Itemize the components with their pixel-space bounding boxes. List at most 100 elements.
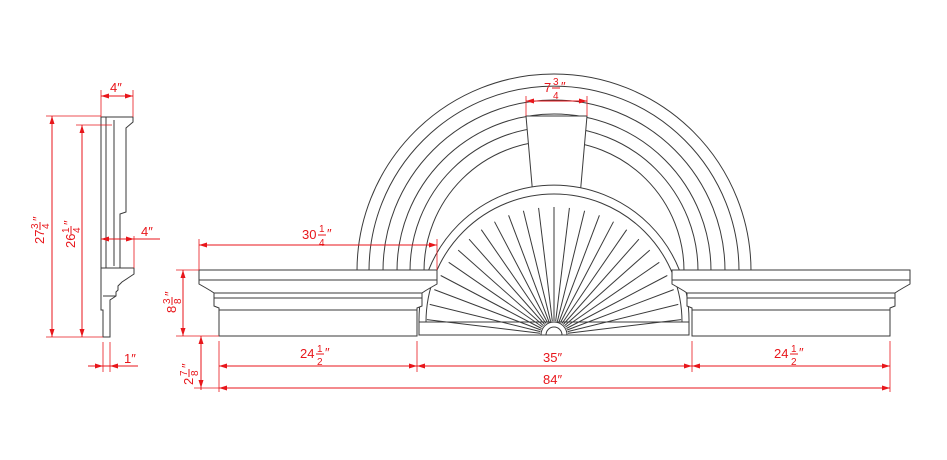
dim-numerator: 3 [162,298,173,304]
right-frieze [691,309,891,337]
sunburst-ray [508,215,550,323]
dim-denominator: 4 [72,227,83,233]
left-cornice-cove [198,279,438,311]
sunburst-hub-inner [545,326,563,336]
arrowhead [49,329,55,337]
arrowhead [101,236,109,242]
dim-unit: ″ [799,345,804,360]
arrowhead [429,242,437,248]
dim-denominator: 4 [41,223,52,229]
arrowhead [180,328,186,336]
sunburst-ray [555,207,570,322]
dim-label-base-height: 2 7 8 ″ [179,363,201,385]
sunburst-ray [565,261,660,328]
sunburst-ray [558,215,600,323]
sunburst-ray [567,319,682,334]
arrowhead [110,363,118,369]
dim-label-entablature-height: 8 3 8 ″ [162,291,184,313]
arrowhead [180,270,186,278]
dim-label-pediment-left-width: 30 1 4 ″ [302,224,332,249]
dim-unit: ″ [561,79,566,94]
right-entablature [671,269,911,337]
dim-unit: ″ [162,291,177,296]
dim-label-overall-width: 84″ [543,372,562,387]
dim-label-side-inner-height: 26 1 4 ″ [61,220,83,248]
dim-label-center-width: 35″ [543,350,562,365]
sunburst-ray [448,261,543,328]
dim-unit: ″ [30,216,45,221]
dim-whole: 27 [32,230,47,244]
left-entablature [198,269,438,337]
arch-rings [356,73,752,272]
dim-unit: ″ [325,345,330,360]
dim-unit: ″ [327,226,332,241]
sunburst-ray [566,275,668,329]
dim-label-side-bottom-depth: 1″ [124,351,136,366]
arrowhead [219,385,227,391]
dim-whole: 7 [544,80,551,95]
dim-unit: ″ [61,220,76,225]
sunburst-ray [566,289,674,331]
sunburst-ray [434,289,542,331]
arrowhead [198,380,204,388]
dim-label-keystone-width: 7 3 4 ″ [544,77,566,102]
sunburst-ray [426,319,541,334]
dim-denominator: 4 [553,91,559,102]
side-profile-view [100,116,135,338]
sunburst-ray [564,249,651,327]
right-cornice-cove [671,279,911,311]
sunburst-ray [494,221,548,323]
dim-numerator: 1 [61,227,72,233]
dim-whole: 24 [300,346,314,361]
arrowhead [101,93,109,99]
arch-ring-3 [382,99,726,272]
arrowhead [409,363,417,369]
arrowhead [882,385,890,391]
sunburst-ray [440,275,542,329]
dim-numerator: 3 [30,223,41,229]
arrowhead [95,363,103,369]
dim-denominator: 2 [317,357,323,368]
sunburst [418,184,690,336]
dim-numerator: 7 [179,370,190,376]
left-frieze [218,309,418,337]
arrowhead [882,363,890,369]
arrowhead [692,363,700,369]
arrowhead [684,363,692,369]
sunburst-ray [561,229,628,324]
front-elevation-view [198,73,911,337]
arrowhead [125,93,133,99]
sunburst-ray [429,303,541,333]
arrowhead [79,125,85,133]
dim-unit: ″ [179,363,194,368]
sunburst-ray [468,238,546,325]
sunburst-ray [480,229,547,324]
dim-label-right-wing-width: 24 1 2 ″ [774,344,804,368]
sunburst-ray [560,221,614,323]
dim-whole: 8 [164,306,179,313]
sunburst-inner-arc [425,193,683,323]
arrowhead [579,98,587,104]
arrowhead [417,363,425,369]
arch-ring-2 [368,85,740,272]
sunburst-ray [567,303,679,333]
arrowhead [198,336,204,344]
arrowhead [79,329,85,337]
dim-whole: 24 [774,346,788,361]
arrowhead [126,236,134,242]
dim-numerator: 3 [553,77,559,88]
dim-label-side-top-depth: 4″ [110,80,122,95]
dim-denominator: 2 [791,357,797,368]
arrowhead [219,363,227,369]
dim-numerator: 1 [317,344,323,355]
arrowhead [49,116,55,124]
arch-ring-1 [356,73,752,272]
dim-label-side-mid-depth: 4″ [141,224,153,239]
dim-whole: 26 [63,234,78,248]
dim-denominator: 4 [319,238,325,249]
dim-label-left-wing-width: 24 1 2 ″ [300,344,330,368]
dim-whole: 30 [302,227,316,242]
arch-ring-4 [396,113,712,272]
dim-label-side-total-height: 27 3 4 ″ [30,216,52,244]
arrowhead [526,98,534,104]
